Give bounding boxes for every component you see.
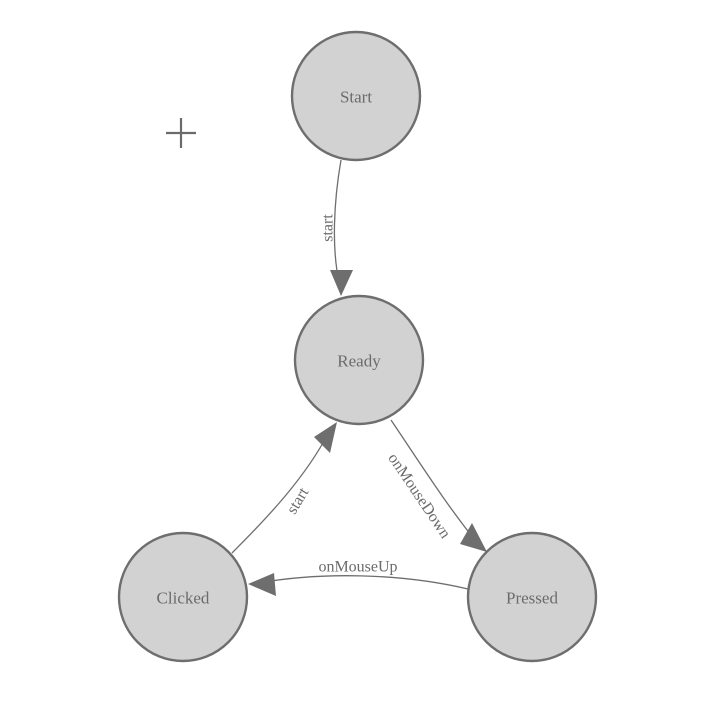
edge-clicked-to-ready[interactable]: start [231,422,337,554]
edge-clicked-to-ready-label: start [284,484,313,517]
node-start-label: Start [340,88,372,107]
edge-ready-to-pressed-arrowhead [460,523,487,552]
node-start[interactable]: Start [290,30,422,162]
edge-start-to-ready-arrowhead [330,270,353,296]
node-clicked-label: Clicked [157,589,210,608]
edge-clicked-to-ready-path [231,431,330,554]
node-pressed-label: Pressed [506,589,558,608]
node-clicked[interactable]: Clicked [117,531,249,663]
edge-ready-to-pressed[interactable]: onMouseDown [384,419,487,552]
node-ready-label: Ready [337,352,381,371]
edge-start-to-ready[interactable]: start [320,159,354,296]
edge-clicked-to-ready-arrowhead [314,422,337,453]
edge-pressed-to-clicked-arrowhead [248,573,276,596]
edge-pressed-to-clicked-label: onMouseUp [318,559,397,576]
edge-ready-to-pressed-label: onMouseDown [384,450,453,541]
edge-pressed-to-clicked-path [258,575,469,590]
node-clicked-circle[interactable] [117,531,249,663]
node-pressed-circle[interactable] [466,531,598,663]
edge-start-to-ready-label: start [320,214,337,242]
node-ready[interactable]: Ready [293,294,425,426]
crosshair-icon [166,118,196,148]
node-ready-circle[interactable] [293,294,425,426]
edge-pressed-to-clicked[interactable]: onMouseUp [248,559,469,597]
node-pressed[interactable]: Pressed [466,531,598,663]
node-start-circle[interactable] [290,30,422,162]
